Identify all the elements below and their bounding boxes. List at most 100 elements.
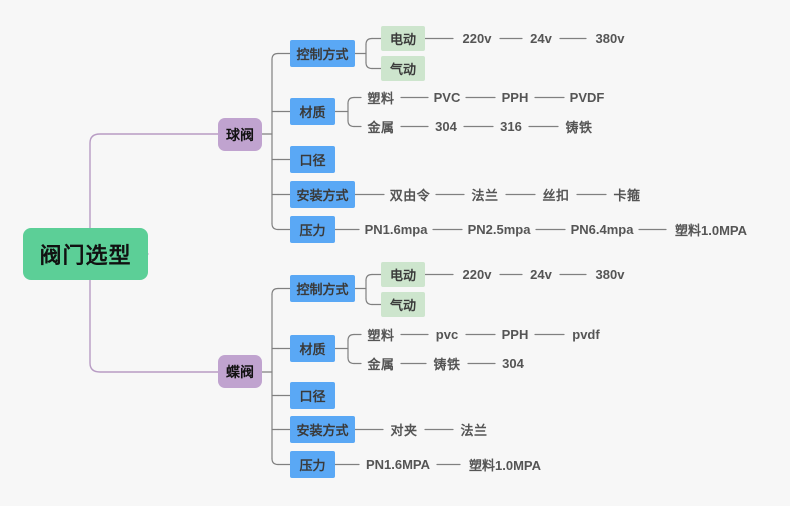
leaf-label: PN2.5mpa (467, 222, 531, 237)
topic-node-koujing-2[interactable]: 口径 (290, 382, 335, 409)
leaf-label: PN1.6mpa (364, 222, 428, 237)
leaf-pn16mpa-1[interactable]: PN1.6mpa (361, 218, 431, 241)
branch-node-qiufa[interactable]: 球阀 (218, 118, 262, 151)
leaf-zhutie-2[interactable]: 铸铁 (428, 352, 466, 375)
leaf-220v-2[interactable]: 220v (455, 262, 499, 287)
sub-node-qidong-1[interactable]: 气动 (381, 56, 425, 81)
leaf-label: PVDF (569, 90, 605, 105)
topic-label: 控制方式 (296, 282, 349, 297)
topic-node-caizhi-2[interactable]: 材质 (290, 335, 335, 362)
topic-label: 压力 (299, 223, 326, 238)
sub-label: 塑料 (367, 91, 395, 106)
leaf-label: 24v (530, 267, 552, 282)
leaf-pn64mpa-1[interactable]: PN6.4mpa (567, 218, 637, 241)
topic-node-anzhuangfangshi-1[interactable]: 安装方式 (290, 181, 355, 208)
leaf-label: 316 (500, 119, 522, 134)
sub-label: 金属 (367, 120, 395, 135)
leaf-pn16mpa-2[interactable]: PN1.6MPA (361, 453, 435, 476)
topic-node-kongzhifangshi-2[interactable]: 控制方式 (290, 275, 355, 302)
sub-node-diandong-2[interactable]: 电动 (381, 262, 425, 287)
leaf-label: 丝扣 (542, 188, 570, 203)
leaf-pph-2[interactable]: PPH (497, 323, 533, 346)
sub-label: 气动 (389, 62, 416, 77)
sub-node-qidong-2[interactable]: 气动 (381, 292, 425, 317)
leaf-label: 铸铁 (433, 357, 461, 372)
leaf-380v-2[interactable]: 380v (588, 262, 632, 287)
leaf-label: 法兰 (471, 188, 499, 203)
leaf-label: 塑料1.0MPA (675, 223, 747, 238)
sub-node-jinshu-2[interactable]: 金属 (363, 352, 399, 375)
leaf-suliao10mpa-2[interactable]: 塑料1.0MPA (462, 453, 548, 476)
leaf-label: 220v (462, 31, 492, 46)
topic-label: 控制方式 (296, 47, 349, 62)
leaf-label: 220v (462, 267, 492, 282)
sub-label: 电动 (389, 32, 416, 47)
topic-label: 口径 (299, 389, 326, 404)
leaf-pn25mpa-1[interactable]: PN2.5mpa (464, 218, 534, 241)
leaf-falan-2[interactable]: 法兰 (455, 418, 493, 441)
leaf-304-2[interactable]: 304 (497, 352, 529, 375)
leaf-kagu-1[interactable]: 卡箍 (608, 183, 646, 206)
sub-label: 电动 (389, 268, 416, 283)
topic-node-anzhuangfangshi-2[interactable]: 安装方式 (290, 416, 355, 443)
leaf-sikou-1[interactable]: 丝扣 (537, 183, 575, 206)
topic-label: 材质 (299, 105, 326, 120)
leaf-label: 铸铁 (565, 120, 593, 135)
leaf-label: 304 (502, 356, 524, 371)
leaf-label: 304 (435, 119, 457, 134)
leaf-pvdf-2[interactable]: pvdf (566, 323, 606, 346)
leaf-pvc-1[interactable]: PVC (430, 86, 464, 109)
leaf-duijia-2[interactable]: 对夹 (385, 418, 423, 441)
leaf-label: 法兰 (460, 423, 488, 438)
topic-node-yali-2[interactable]: 压力 (290, 451, 335, 478)
leaf-380v-1[interactable]: 380v (588, 26, 632, 51)
topic-node-caizhi-1[interactable]: 材质 (290, 98, 335, 125)
leaf-220v-1[interactable]: 220v (455, 26, 499, 51)
leaf-label: 双由令 (389, 188, 431, 203)
leaf-label: 24v (530, 31, 552, 46)
root-label: 阀门选型 (39, 243, 132, 268)
leaf-label: 塑料1.0MPA (469, 458, 541, 473)
leaf-24v-2[interactable]: 24v (524, 262, 558, 287)
topic-label: 材质 (299, 342, 326, 357)
topic-node-kongzhifangshi-1[interactable]: 控制方式 (290, 40, 355, 67)
branch-label: 球阀 (226, 126, 254, 143)
leaf-304-1[interactable]: 304 (430, 115, 462, 138)
branch-node-diefa[interactable]: 蝶阀 (218, 355, 262, 388)
topic-label: 安装方式 (296, 188, 349, 203)
topic-label: 口径 (299, 153, 326, 168)
leaf-label: 380v (595, 31, 625, 46)
topic-label: 安装方式 (296, 423, 349, 438)
leaf-shuangyouling-1[interactable]: 双由令 (386, 183, 434, 206)
sub-label: 金属 (367, 357, 395, 372)
leaf-pvdf-1[interactable]: PVDF (566, 86, 608, 109)
leaf-label: PPH (501, 327, 529, 342)
leaf-label: PPH (501, 90, 529, 105)
sub-node-suliao-1[interactable]: 塑料 (363, 86, 399, 109)
topic-label: 压力 (299, 458, 326, 473)
leaf-316-1[interactable]: 316 (495, 115, 527, 138)
leaf-label: PN6.4mpa (570, 222, 634, 237)
leaf-label: 卡箍 (613, 188, 641, 203)
sub-label: 塑料 (367, 328, 395, 343)
branch-label: 蝶阀 (226, 363, 254, 380)
leaf-pvc-2[interactable]: pvc (430, 323, 464, 346)
topic-node-yali-1[interactable]: 压力 (290, 216, 335, 243)
leaf-suliao10mpa-1[interactable]: 塑料1.0MPA (668, 218, 754, 241)
leaf-label: PVC (433, 90, 461, 105)
leaf-label: pvdf (572, 327, 600, 342)
root-node[interactable]: 阀门选型 (23, 228, 148, 280)
sub-node-jinshu-1[interactable]: 金属 (363, 115, 399, 138)
leaf-falan-1[interactable]: 法兰 (466, 183, 504, 206)
sub-label: 气动 (389, 298, 416, 313)
leaf-label: pvc (435, 327, 459, 342)
leaf-label: 对夹 (390, 423, 418, 438)
sub-node-diandong-1[interactable]: 电动 (381, 26, 425, 51)
topic-node-koujing-1[interactable]: 口径 (290, 146, 335, 173)
leaf-zhutie-1[interactable]: 铸铁 (560, 115, 598, 138)
leaf-label: PN1.6MPA (365, 457, 431, 472)
sub-node-suliao-2[interactable]: 塑料 (363, 323, 399, 346)
leaf-pph-1[interactable]: PPH (497, 86, 533, 109)
leaf-24v-1[interactable]: 24v (524, 26, 558, 51)
